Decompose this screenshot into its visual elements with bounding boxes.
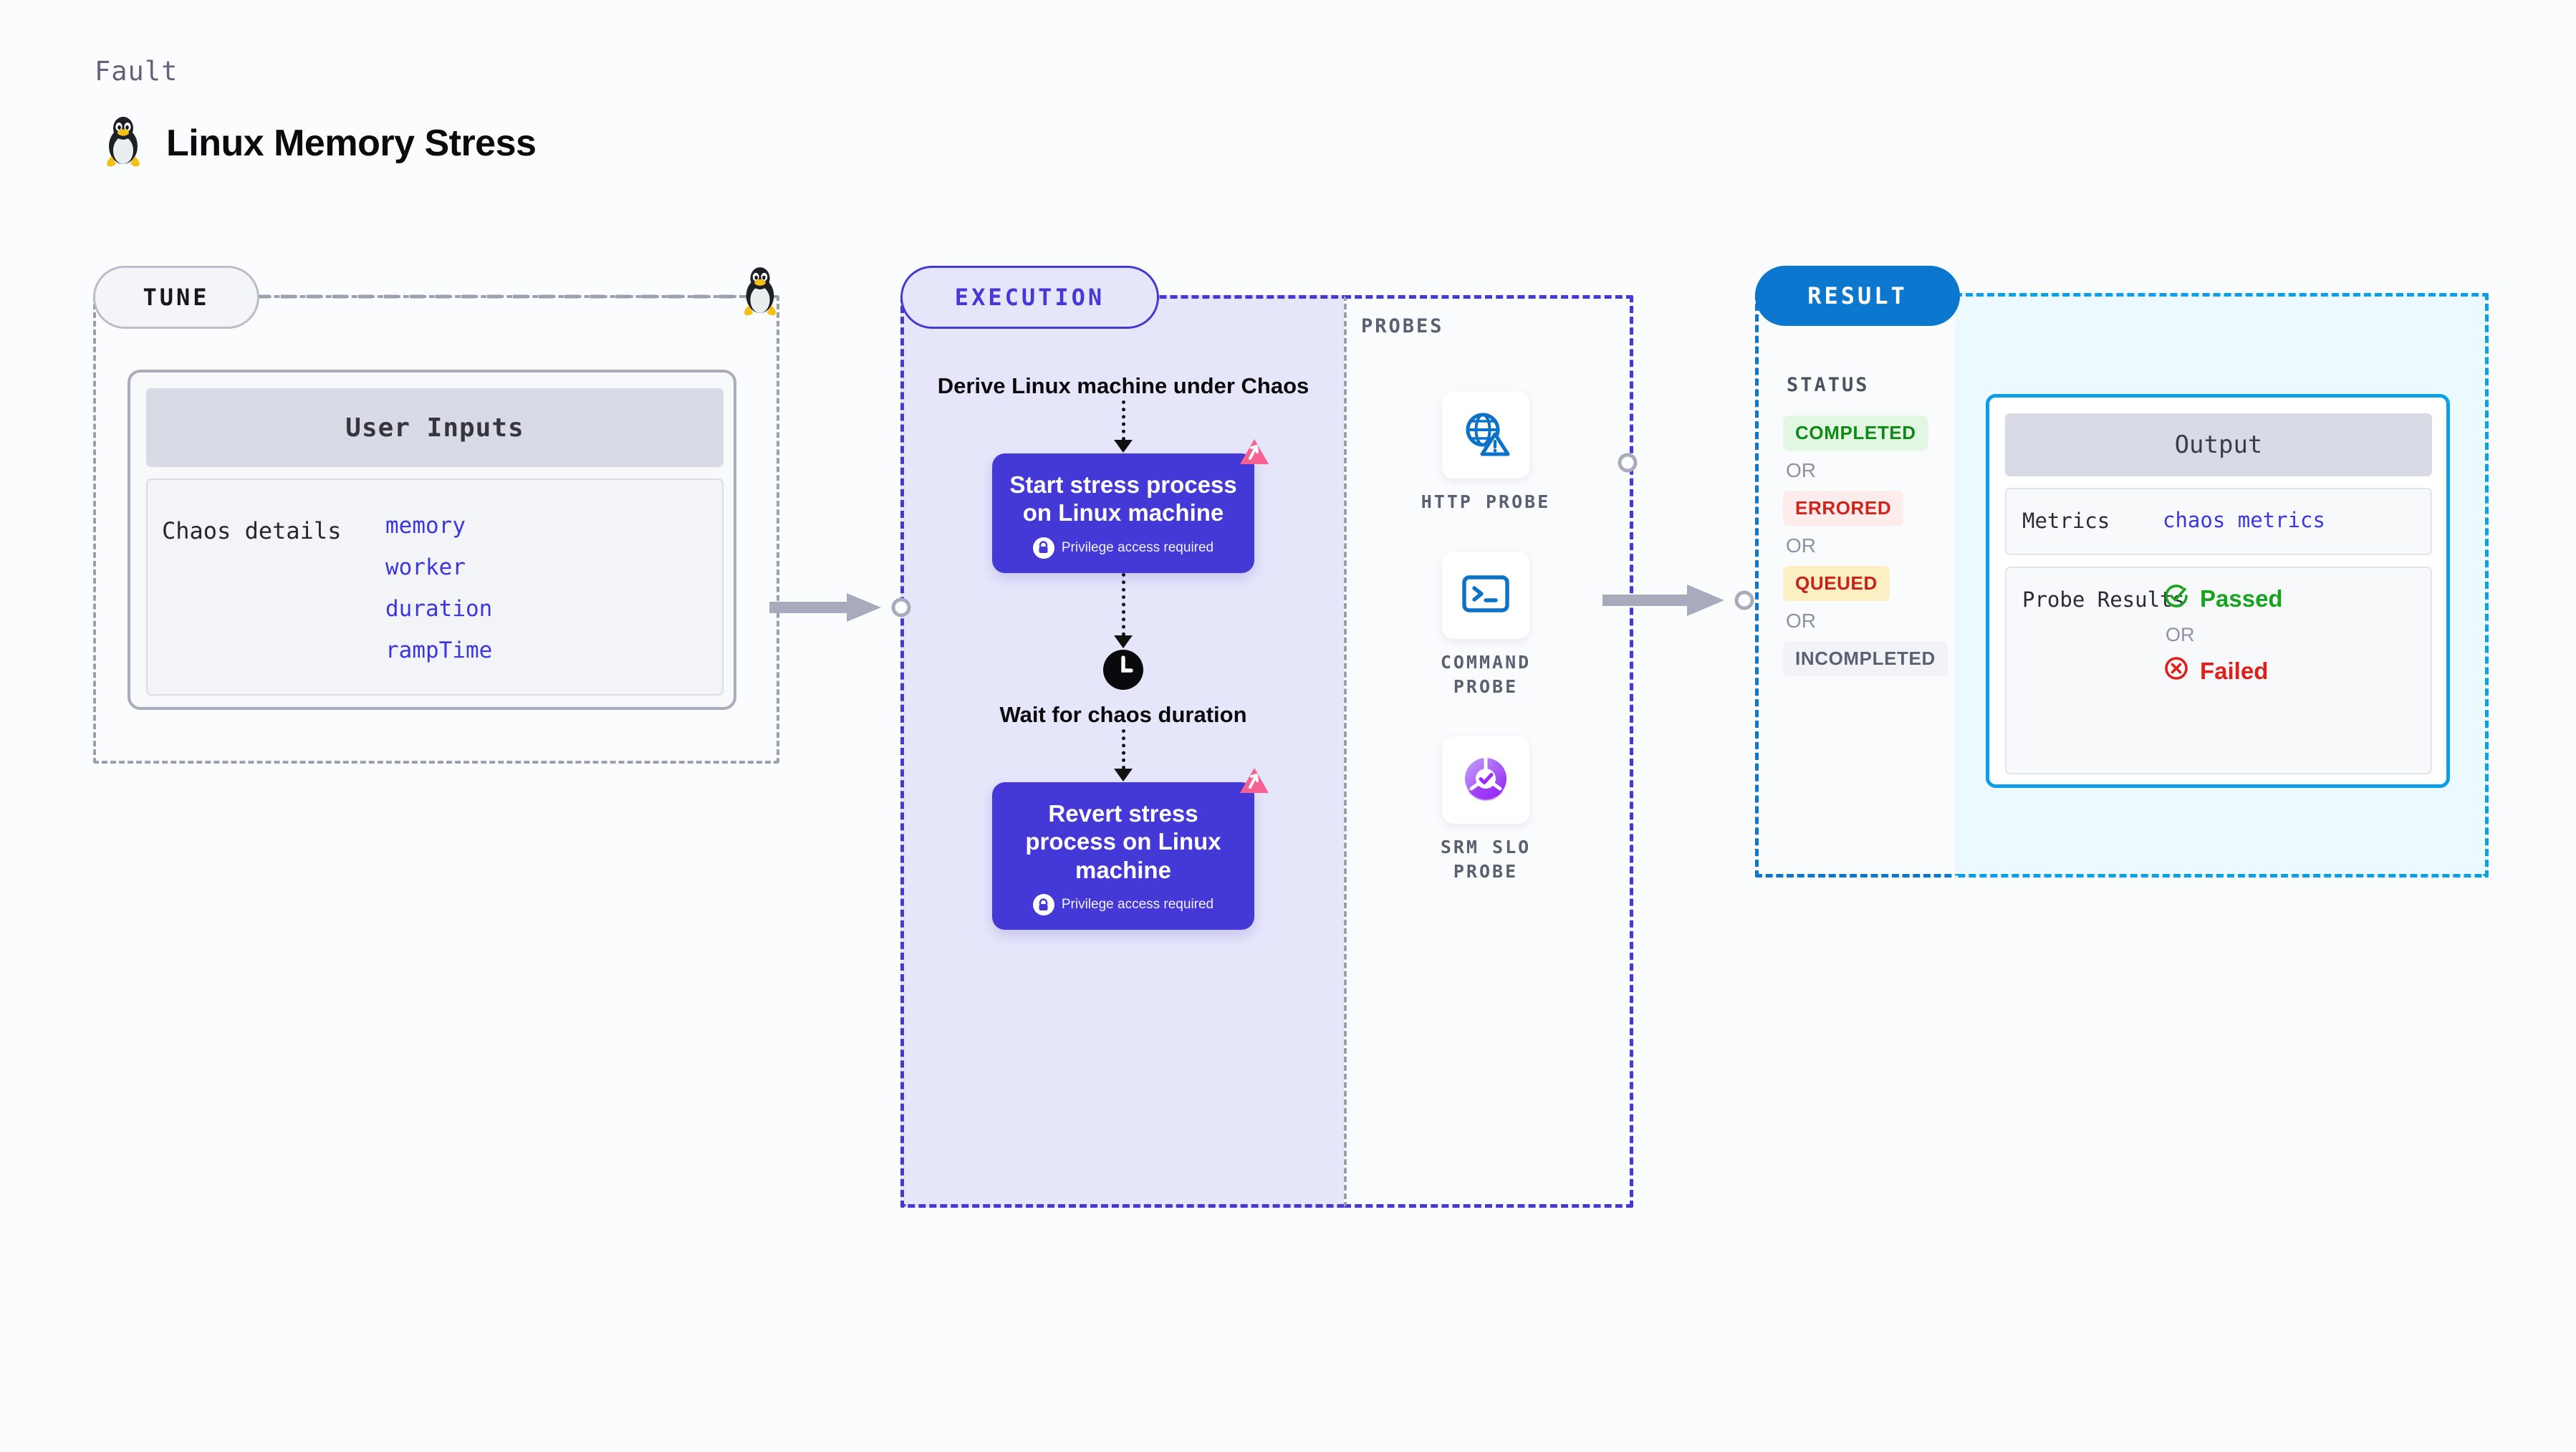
probe-srm-slo-tile (1442, 736, 1529, 824)
flow-arrow-2 (1114, 572, 1133, 649)
status-badge-queued: QUEUED (1783, 566, 1890, 601)
tune-section-pill: TUNE (93, 266, 259, 329)
flow-arrow-1 (1114, 400, 1133, 453)
lock-icon (1032, 537, 1054, 559)
page-title: Linux Memory Stress (166, 122, 537, 164)
execution-to-result-arrow (1602, 585, 1754, 616)
param-ramptime[interactable]: rampTime (385, 638, 493, 663)
status-badge-errored: ERRORED (1783, 491, 1904, 526)
output-card: Output Metrics chaos metrics Probe Resul… (1986, 394, 2450, 788)
result-section-boundary (1755, 293, 1962, 878)
page-header: Linux Memory Stress (100, 115, 537, 171)
output-probe-results-values: Passed OR Failed (2163, 582, 2283, 688)
x-circle-icon (2163, 655, 2190, 688)
privilege-note-label: Privilege access required (1061, 897, 1214, 913)
status-or-3: OR (1786, 610, 1816, 632)
output-probe-results-row: Probe Results Passed OR (2005, 567, 2432, 774)
status-or-1: OR (1786, 459, 1816, 481)
output-probe-results-label: Probe Results (2022, 587, 2185, 612)
probe-result-failed: Failed (2163, 655, 2283, 688)
clock-icon (1102, 649, 1144, 694)
globe-warning-icon (1461, 408, 1511, 462)
exec-step-start-stress-privilege: Privilege access required (1008, 537, 1239, 559)
status-or-2: OR (1786, 534, 1816, 557)
exec-step-start-stress-title: Start stress process on Linux machine (1009, 471, 1237, 527)
probe-result-passed-label: Passed (2200, 585, 2283, 612)
chaos-details-param-list: memory worker duration rampTime (385, 513, 492, 663)
status-list: COMPLETED OR ERRORED OR QUEUED OR INCOMP… (1783, 415, 1948, 676)
flow-arrow-3 (1114, 729, 1133, 782)
output-metrics-value[interactable]: chaos metrics (2163, 508, 2325, 532)
terminal-icon (1461, 572, 1511, 620)
probe-http[interactable]: HTTP PROBE (1418, 391, 1554, 514)
check-circle-icon (2163, 582, 2190, 615)
user-inputs-card-title: User Inputs (146, 388, 724, 467)
probe-command-tile (1442, 552, 1529, 639)
page-eyebrow-fault: Fault (95, 56, 178, 87)
execution-section-pill: EXECUTION (900, 266, 1159, 329)
exec-step-revert-stress[interactable]: Revert stress process on Linux machine P… (992, 767, 1269, 931)
result-section-pill: RESULT (1755, 266, 1960, 326)
probe-http-caption: HTTP PROBE (1421, 491, 1551, 512)
param-worker[interactable]: worker (385, 554, 466, 580)
tune-dashed-connector (255, 294, 749, 299)
probes-section-label: PROBES (1361, 315, 1444, 337)
exec-step-revert-stress-title: Revert stress process on Linux machine (1025, 799, 1221, 883)
linux-penguin-icon-small (738, 265, 782, 320)
probes-right-anchor (1618, 453, 1638, 473)
chaos-logo-icon (1238, 437, 1271, 473)
probe-command-caption: COMMAND PROBE (1440, 652, 1532, 697)
lock-icon (1032, 894, 1054, 916)
execution-flow: Derive Linux machine under Chaos Start s… (921, 372, 1326, 931)
param-memory[interactable]: memory (385, 513, 466, 539)
linux-penguin-icon (100, 115, 146, 171)
probe-http-tile (1442, 391, 1529, 479)
exec-step-wait-duration: Wait for chaos duration (999, 701, 1247, 727)
probe-result-passed: Passed (2163, 582, 2283, 615)
privilege-note-label: Privilege access required (1061, 539, 1214, 555)
probe-command[interactable]: COMMAND PROBE (1418, 552, 1554, 699)
chaos-details-label: Chaos details (162, 517, 342, 544)
output-metrics-label: Metrics (2022, 509, 2110, 533)
status-label: STATUS (1787, 374, 1870, 396)
output-metrics-row: Metrics chaos metrics (2005, 488, 2432, 555)
user-inputs-card: User Inputs Chaos details memory worker … (128, 370, 736, 710)
user-inputs-card-body: Chaos details memory worker duration ram… (146, 479, 724, 696)
probe-result-or: OR (2166, 624, 2195, 645)
probe-result-failed-label: Failed (2200, 658, 2269, 684)
output-card-title: Output (2005, 413, 2432, 476)
chaos-logo-icon (1238, 766, 1271, 802)
probe-srm-slo-caption: SRM SLO PROBE (1440, 837, 1532, 882)
probe-srm-slo[interactable]: SRM SLO PROBE (1418, 736, 1554, 884)
status-badge-incompleted: INCOMPLETED (1783, 641, 1948, 676)
param-duration[interactable]: duration (385, 596, 493, 622)
exec-step-revert-stress-privilege: Privilege access required (1008, 894, 1239, 916)
slo-check-icon (1460, 753, 1512, 808)
exec-step-derive-machine: Derive Linux machine under Chaos (937, 373, 1309, 398)
status-badge-completed: COMPLETED (1783, 415, 1928, 451)
tune-to-execution-arrow (769, 593, 911, 622)
exec-step-start-stress[interactable]: Start stress process on Linux machine Pr… (992, 438, 1269, 573)
